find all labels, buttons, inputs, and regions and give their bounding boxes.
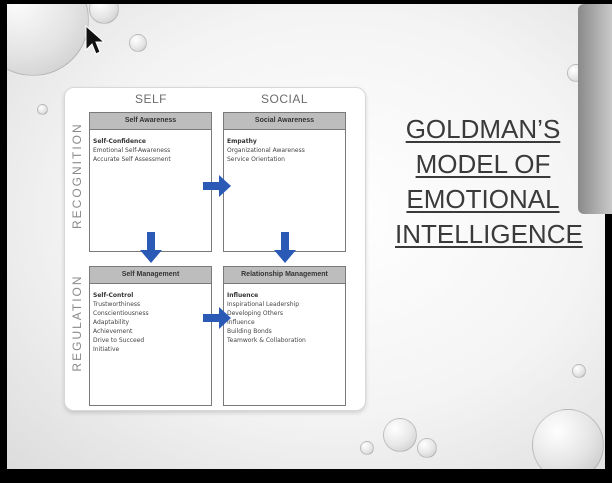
slide-title: GOLDMAN’S MODEL OF EMOTIONAL INTELLIGENC… [395, 112, 583, 252]
cell-relationship-management: Relationship Management Influence Inspir… [223, 266, 346, 406]
arrow-right-icon [203, 307, 231, 329]
cell-lead: Self-Confidence [93, 138, 146, 145]
cell-item: Service Orientation [227, 156, 285, 163]
droplet-decoration [129, 34, 147, 52]
presentation-slide: SELF SOCIAL RECOGNITION REGULATION Self … [7, 4, 605, 469]
cell-header: Relationship Management [224, 267, 345, 284]
cell-item: Drive to Succeed [93, 337, 145, 344]
cell-self-awareness: Self Awareness Self-Confidence Emotional… [89, 112, 212, 252]
cell-item: Organizational Awareness [227, 147, 305, 154]
mouse-cursor-icon [85, 24, 104, 55]
column-header-social: SOCIAL [261, 92, 309, 106]
droplet-decoration [532, 409, 604, 469]
cell-lead: Influence [227, 292, 259, 299]
emotional-intelligence-grid: SELF SOCIAL RECOGNITION REGULATION Self … [64, 87, 366, 411]
cell-item: Trustworthiness [93, 301, 141, 308]
cell-item: Teamwork & Collaboration [227, 337, 306, 344]
title-line: GOLDMAN’S [405, 114, 561, 144]
row-header-recognition: RECOGNITION [70, 122, 84, 229]
cell-header: Social Awareness [224, 113, 345, 130]
cell-item: Conscientiousness [93, 310, 149, 317]
cell-header: Self Management [90, 267, 211, 284]
arrow-down-icon [140, 232, 162, 263]
droplet-decoration [37, 104, 48, 115]
droplet-decoration [7, 4, 89, 76]
cell-item: Adaptability [93, 319, 130, 326]
cell-lead: Self-Control [93, 292, 134, 299]
letterbox-bar [0, 469, 612, 483]
cell-header: Self Awareness [90, 113, 211, 130]
cell-item: Initiative [93, 346, 120, 353]
cell-item: Emotional Self-Awareness [93, 147, 171, 154]
title-line: MODEL OF [415, 149, 551, 179]
droplet-decoration [383, 418, 417, 452]
cell-item: Building Bonds [227, 328, 272, 335]
droplet-decoration [89, 4, 119, 24]
cell-social-awareness: Social Awareness Empathy Organizational … [223, 112, 346, 252]
arrow-right-icon [203, 175, 231, 197]
title-line: INTELLIGENCE [395, 219, 583, 249]
cell-self-management: Self Management Self-Control Trustworthi… [89, 266, 212, 406]
droplet-decoration [572, 364, 586, 378]
cell-lead: Empathy [227, 138, 257, 145]
droplet-decoration [360, 441, 374, 455]
side-panel-edge [578, 4, 612, 214]
row-header-regulation: REGULATION [70, 274, 84, 372]
column-header-self: SELF [135, 92, 168, 106]
cell-item: Accurate Self Assessment [93, 156, 171, 163]
droplet-decoration [417, 438, 437, 458]
arrow-down-icon [274, 232, 296, 263]
cell-item: Achievement [93, 328, 133, 335]
cell-item: Inspirational Leadership [227, 301, 300, 308]
title-line: EMOTIONAL [406, 184, 560, 214]
cell-item: Developing Others [227, 310, 284, 317]
cell-item: Influence [227, 319, 255, 326]
